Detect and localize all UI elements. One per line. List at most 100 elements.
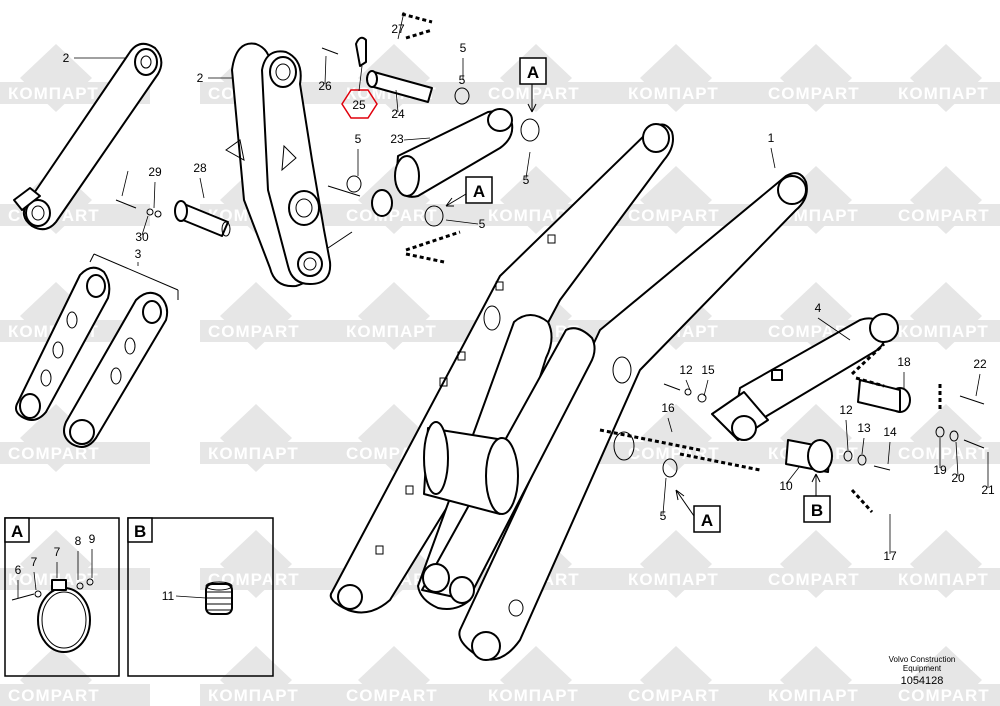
watermark-tile: КОМПАРТ [480,646,630,706]
watermark-tile: COMPART [200,282,350,350]
watermark-tile: COMPART [338,646,488,706]
watermark-tile: COMPART [890,166,1000,234]
watermark-tile: КОМПАРТ [890,44,1000,112]
leader-line [817,317,851,341]
leader-line [975,373,981,397]
callout-label: 5 [660,509,667,523]
callout-label: 13 [857,421,871,435]
credit-line-1: Volvo Construction [889,655,956,664]
reference-label: B [811,501,823,520]
leader-line [525,151,531,179]
watermark-tile: КОМПАРТ [890,282,1000,350]
callout-label: 24 [391,107,405,121]
leader-line [397,11,405,40]
watermark-tile: COMPART [760,44,910,112]
leader-line [358,65,363,92]
leader-line [33,571,37,591]
detail-label-a: A [11,522,23,541]
callout-label: 7 [31,555,38,569]
watermark-text: КОМПАРТ [488,206,579,225]
leader-line [703,379,709,397]
callout-label: 15 [701,363,715,377]
callout-label: 11 [162,589,175,603]
watermark-text: КОМПАРТ [898,84,989,103]
watermark-tile: COMPART [620,646,770,706]
callout-label: 25 [352,98,366,112]
callout-label: 29 [148,165,162,179]
watermark-tile: COMPART [890,646,1000,706]
leader-line [153,181,156,209]
leader-line [785,465,801,485]
watermark-text: COMPART [628,686,720,705]
leader-line [324,55,327,85]
cylinder-part-4 [711,313,899,441]
detail-box-b [127,517,274,677]
lift-arm-part-1 [329,123,808,661]
watermark-tile: COMPART [760,530,910,598]
watermark-tile: КОМПАРТ [890,530,1000,598]
callout-label: 2 [197,71,204,85]
watermark-tile: КОМПАРТ [760,646,910,706]
watermark-tile: КОМПАРТ [620,44,770,112]
callout-label: 30 [135,230,149,244]
leader-lines [17,11,989,599]
callout-label: 4 [815,301,822,315]
watermark-text: COMPART [898,686,990,705]
leader-line [395,89,399,113]
watermark-text: КОМПАРТ [628,570,719,589]
callout-label: 26 [318,79,332,93]
leader-line [175,595,207,599]
bellcrank-part-2 [225,42,361,288]
credit-line-2: Equipment [903,664,942,673]
callout-label: 23 [390,132,404,146]
watermark-text: COMPART [346,206,438,225]
watermark-tile: COMPART [480,44,630,112]
watermark-text: COMPART [628,206,720,225]
detail-b-drawing [205,581,233,615]
callout-label: 7 [54,545,61,559]
callout-label: 5 [479,217,486,231]
detail-label-b: B [134,522,146,541]
watermark-tile: COMPART [890,404,1000,472]
watermark-text: КОМПАРТ [346,322,437,341]
callout-label: 22 [973,357,987,371]
reference-label: A [701,511,713,530]
reference-label: A [527,63,539,82]
callout-label: 5 [459,73,466,87]
watermark-text: КОМПАРТ [8,84,99,103]
watermark-text: КОМПАРТ [768,686,859,705]
watermark-text: КОМПАРТ [488,686,579,705]
watermark-text: COMPART [8,444,100,463]
watermark-text: COMPART [208,322,300,341]
cylinder-part-22 [321,12,540,264]
pin-part-9 [599,342,985,514]
leader-line [445,219,479,225]
leader-line [667,417,673,433]
callout-label: 5 [523,173,530,187]
detail-box-a [4,517,120,677]
leader-line [955,441,959,477]
watermark-text: КОМПАРТ [208,686,299,705]
callout-label: 2 [63,51,70,65]
callout-label: 9 [89,532,96,546]
leader-line [770,147,776,169]
leader-line [121,170,129,197]
watermark-tile: КОМПАРТ [338,282,488,350]
callout-label: 28 [193,161,207,175]
callout-label: 5 [355,132,362,146]
callout-label: 14 [883,425,897,439]
callout-label: 20 [951,471,965,485]
watermark-text: COMPART [898,444,990,463]
leader-line [199,177,205,199]
callout-label: 12 [839,403,853,417]
callout-label: 16 [661,401,675,415]
watermark-tile: КОМПАРТ [620,530,770,598]
leader-line [845,419,849,451]
callout-label: 1 [768,131,775,145]
watermark-text: КОМПАРТ [898,322,989,341]
callout-label: 3 [135,247,142,261]
watermark-text: COMPART [768,570,860,589]
leader-line [141,215,149,236]
